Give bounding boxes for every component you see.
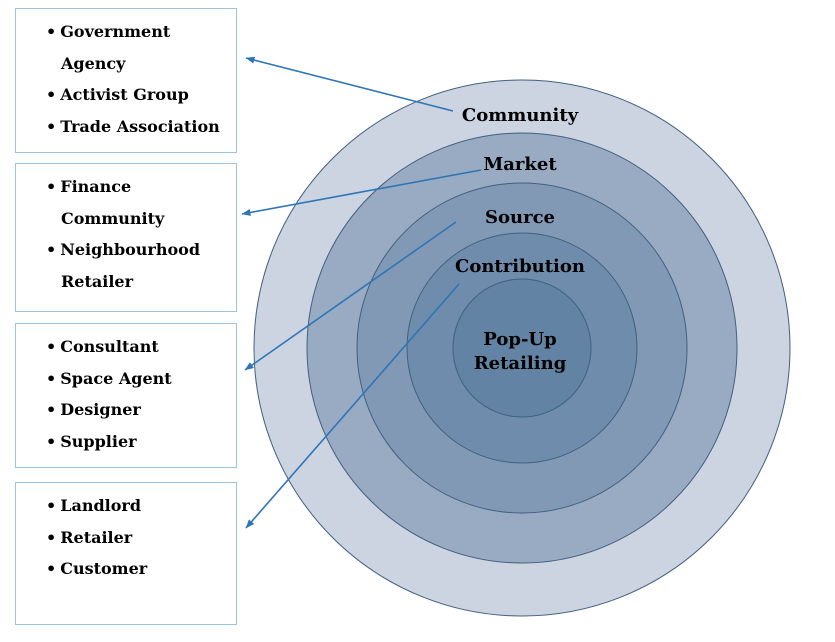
ring-label-contribution: Contribution xyxy=(455,256,585,277)
arrow-contribution-to-box4 xyxy=(245,283,460,529)
bullet-dot-icon: • xyxy=(46,116,57,136)
bullet-item: •Space Agent xyxy=(46,368,172,388)
ring-label-market: Market xyxy=(483,154,557,175)
center-circle-popup-retailing xyxy=(452,278,592,418)
center-label-popup-retailing: Pop-Up Retailing xyxy=(473,329,567,374)
bullet-dot-icon: • xyxy=(46,22,57,41)
stakeholder-box-source: •Consultant •Space Agent •Designer •Supplie… xyxy=(15,323,237,468)
bullet-item: •Customer xyxy=(46,559,148,578)
bullet-dot-icon: • xyxy=(46,240,57,259)
bullet-dot-icon: • xyxy=(46,496,57,515)
ring-label-source: Source xyxy=(485,207,555,228)
bullet-item: •Trade Association xyxy=(46,116,220,136)
bullet-dot-icon: • xyxy=(46,559,57,578)
ring-label-community: Community xyxy=(461,105,579,126)
bullet-item: •Activist Group xyxy=(46,85,189,104)
bullet-item: •Retailer xyxy=(46,527,133,547)
bullet-dot-icon: • xyxy=(46,177,57,196)
bullet-dot-icon: • xyxy=(46,368,57,388)
bullet-dot-icon: • xyxy=(46,85,57,104)
bullet-item: •Government Agency xyxy=(46,22,171,73)
stakeholder-box-community: •Government Agency •Activist Group •Trade … xyxy=(15,8,237,153)
bullet-item: •Supplier xyxy=(46,431,137,451)
bullet-dot-icon: • xyxy=(46,527,57,547)
bullet-dot-icon: • xyxy=(46,431,57,451)
stakeholder-box-contribution: •Landlord •Retailer •Customer xyxy=(15,482,237,625)
arrow-community-to-box1 xyxy=(245,56,454,112)
bullet-item: •Finance Community xyxy=(46,177,165,228)
arrow-market-to-box2 xyxy=(241,169,482,216)
stakeholder-box-market: •Finance Community •Neighbourhood Retaile… xyxy=(15,163,237,312)
bullet-item: •Neighbourhood Retailer xyxy=(46,240,201,291)
arrow-source-to-box3 xyxy=(244,221,457,371)
bullet-dot-icon: • xyxy=(46,400,57,419)
bullet-item: •Landlord xyxy=(46,496,142,515)
bullet-item: •Designer xyxy=(46,400,141,419)
bullet-item: •Consultant xyxy=(46,337,159,356)
bullet-dot-icon: • xyxy=(46,337,57,356)
